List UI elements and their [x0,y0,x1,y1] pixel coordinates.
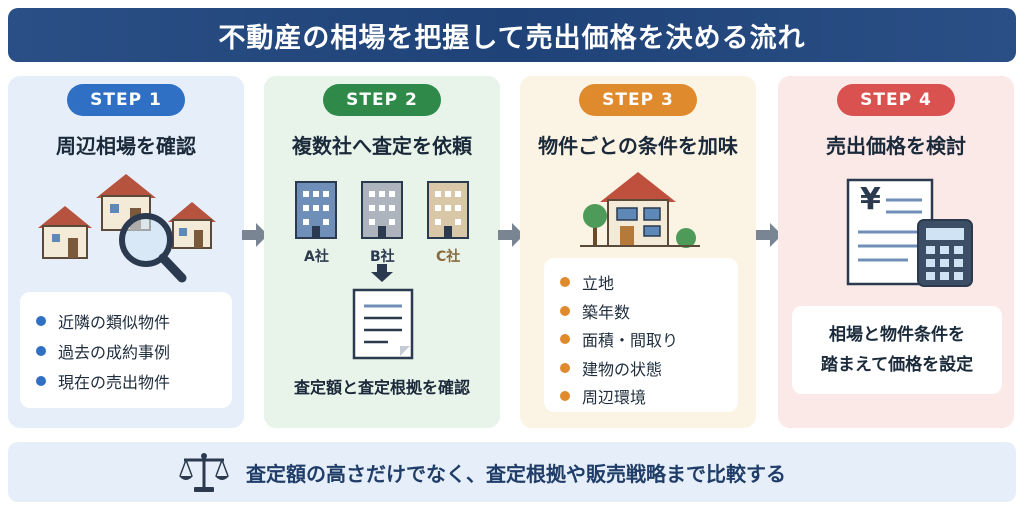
step-3-badge: STEP 3 [579,84,697,116]
footer-banner: 査定額の高さだけでなく、査定根拠や販売戦略まで比較する [8,442,1016,502]
bullet-dot [36,316,46,326]
company-b-label: B社 [370,249,395,265]
step-2-title: 複数社へ査定を依頼 [292,134,472,158]
step-4-note-line-1: 相場と物件条件を [829,325,965,345]
list-item: 過去の成約事例 [36,336,216,366]
step-4-title: 売出価格を検討 [826,134,966,158]
company-a-label: A社 [304,249,329,265]
list-item: 面積・間取り [560,325,722,354]
step-1-card: 近隣の類似物件 過去の成約事例 現在の売出物件 [20,292,232,408]
list-item: 近隣の類似物件 [36,306,216,336]
bullet-dot [560,277,570,288]
bullet-dot [36,346,46,356]
houses-magnifier-icon [38,174,216,283]
bullet-dot [560,391,570,402]
bullet-dot [36,376,46,386]
balance-scale-icon [179,453,229,492]
list-item: 立地 [560,268,722,297]
step-1-badge: STEP 1 [67,84,185,116]
price-document-calculator-icon [846,178,973,287]
bullet-dot [560,362,570,373]
list-item: 建物の状態 [560,354,722,383]
list-item: 周辺環境 [560,382,722,411]
buildings-document-icon [295,181,469,360]
bullet-dot [560,305,570,316]
step-2-panel: STEP 2 複数社へ査定を依頼 [264,76,500,428]
list-item: 築年数 [560,297,722,326]
step-3-panel: STEP 3 物件ごとの条件を加味 立地 築年数 面積・間取り 建物の状態 周辺… [520,76,756,428]
step-1-panel: STEP 1 周辺相場を確認 近隣の類似物件 過去の成約 [8,76,244,428]
step-1-title: 周辺相場を確認 [56,134,196,158]
bullet-dot [560,334,570,345]
step-4-badge: STEP 4 [837,84,955,116]
step-3-card: 立地 築年数 面積・間取り 建物の状態 周辺環境 [544,258,738,412]
list-item: 現在の売出物件 [36,366,216,396]
arrow-right-icon [756,223,782,247]
company-c-label: C社 [436,249,461,265]
step-4-panel: STEP 4 売出価格を検討 ¥ 相場と物件条件を 踏まえて価格を設定 [778,76,1014,428]
house-icon [580,172,700,248]
step-4-card: 相場と物件条件を 踏まえて価格を設定 [792,306,1002,394]
yen-symbol: ¥ [860,182,881,217]
arrow-right-icon [242,223,268,247]
step-4-note-line-2: 踏まえて価格を設定 [820,355,974,375]
arrow-right-icon [498,223,524,247]
step-2-badge: STEP 2 [323,84,441,116]
page-title: 不動産の相場を把握して売出価格を決める流れ [218,22,806,54]
footer-text: 査定額の高さだけでなく、査定根拠や販売戦略まで比較する [246,462,786,486]
step-3-title: 物件ごとの条件を加味 [538,134,738,158]
title-banner: 不動産の相場を把握して売出価格を決める流れ [8,8,1016,62]
step-2-note: 査定額と査定根拠を確認 [293,378,470,397]
